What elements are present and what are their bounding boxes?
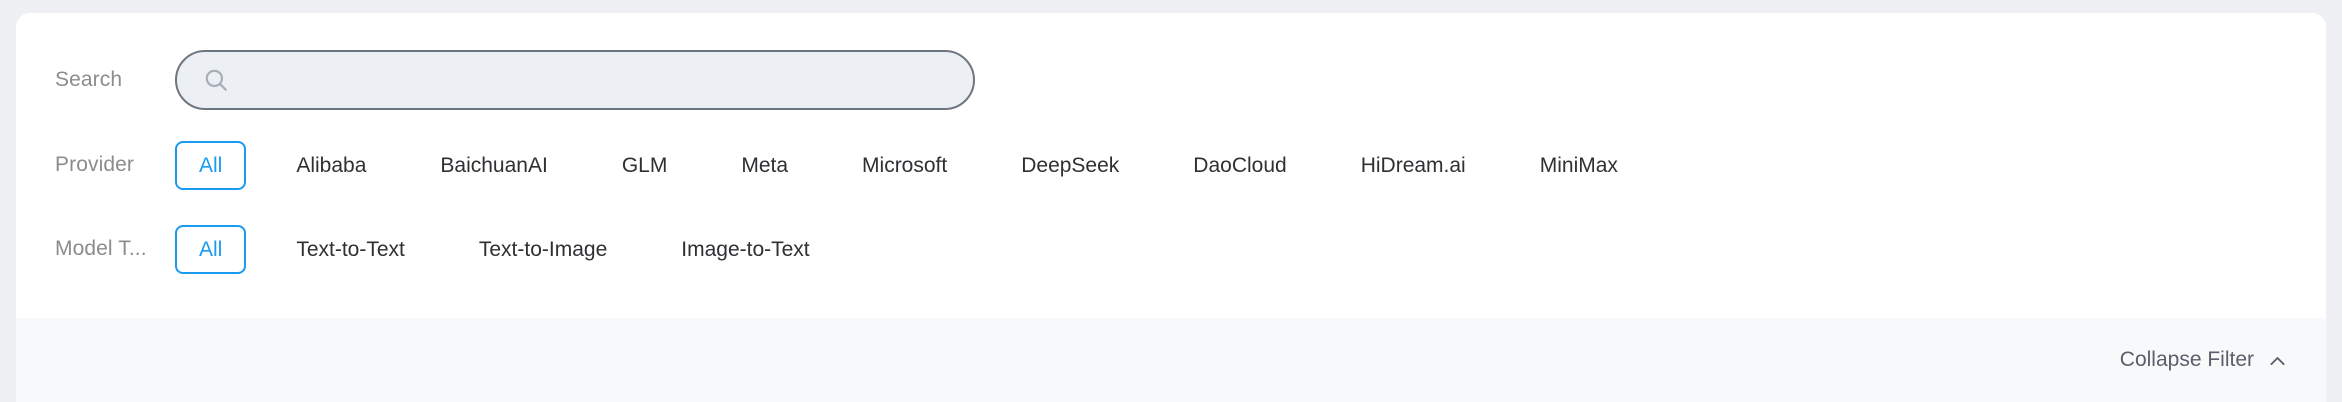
search-row-content [175, 50, 2326, 110]
model-type-chip-image-to-text[interactable]: Image-to-Text [657, 225, 833, 274]
search-row: Search [16, 50, 2326, 110]
provider-chip-all[interactable]: All [175, 140, 247, 190]
model-type-chip-all[interactable]: All [175, 224, 247, 274]
provider-row: Provider All Alibaba BaichuanAI GLM Meta Micr… [16, 140, 2326, 190]
provider-row-label: Provider [55, 153, 134, 177]
model-type-chip-text-to-image[interactable]: Text-to-Image [455, 225, 631, 274]
model-type-row: Model T... All Text-to-Text Text-to-Image I… [16, 224, 2326, 274]
provider-row-content: All Alibaba BaichuanAI GLM Meta Microsoft Deep… [175, 140, 2326, 190]
provider-chip-microsoft[interactable]: Microsoft [838, 141, 971, 190]
model-type-row-label: Model T... [55, 237, 147, 261]
provider-chip-daocloud[interactable]: DaoCloud [1169, 141, 1310, 190]
collapse-filter-label: Collapse Filter [2119, 348, 2254, 371]
provider-chip-hidream-ai[interactable]: HiDream.ai [1337, 141, 1490, 190]
search-input[interactable] [243, 52, 973, 108]
provider-chip-alibaba[interactable]: Alibaba [272, 141, 390, 190]
filter-card: Search Provider All Alibaba BaichuanAI GLM M… [16, 13, 2326, 402]
chevron-up-icon [2270, 356, 2285, 365]
search-row-label: Search [55, 68, 123, 92]
collapse-filter-button[interactable]: Collapse Filter [2118, 342, 2290, 378]
model-type-row-content: All Text-to-Text Text-to-Image Image-to-Tex… [175, 224, 2326, 274]
provider-chip-deepseek[interactable]: DeepSeek [997, 141, 1143, 190]
provider-chip-list: All Alibaba BaichuanAI GLM Meta Microsoft Deep… [175, 140, 1668, 190]
model-type-chip-list: All Text-to-Text Text-to-Image Image-to-Tex… [175, 224, 860, 274]
search-icon [205, 69, 227, 91]
provider-chip-baichuanai[interactable]: BaichuanAI [416, 141, 571, 190]
filter-footer: Collapse Filter [16, 318, 2326, 402]
provider-chip-meta[interactable]: Meta [717, 141, 812, 190]
provider-chip-glm[interactable]: GLM [598, 141, 692, 190]
search-field[interactable] [175, 50, 975, 110]
model-type-chip-text-to-text[interactable]: Text-to-Text [272, 225, 429, 274]
filter-body: Search Provider All Alibaba BaichuanAI GLM M… [16, 13, 2326, 318]
provider-chip-minimax[interactable]: MiniMax [1516, 141, 1642, 190]
